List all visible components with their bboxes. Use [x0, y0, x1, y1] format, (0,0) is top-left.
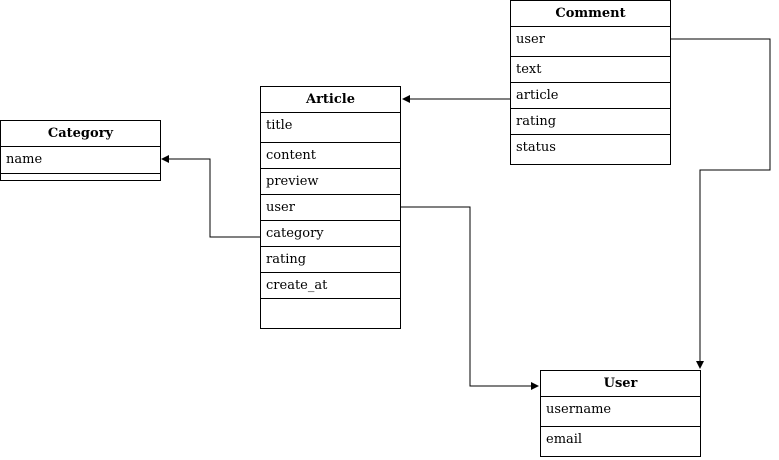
entity-user-field-email[interactable]: email: [546, 432, 583, 447]
connector-comment-user-to-user[interactable]: [670, 38, 771, 369]
connector-article-category-to-category[interactable]: [161, 155, 260, 238]
entity-article-separator: [261, 139, 400, 143]
entity-category[interactable]: Category name: [0, 120, 161, 181]
entity-comment-separator: [511, 53, 670, 57]
entity-article-title: Article: [261, 87, 400, 113]
entity-comment-field-user[interactable]: user: [516, 32, 545, 47]
entity-article-field-title[interactable]: title: [266, 118, 293, 133]
entity-comment-field-article[interactable]: article: [511, 83, 670, 109]
entity-user[interactable]: User username email: [540, 370, 701, 457]
entity-comment-field-text[interactable]: text: [511, 57, 670, 83]
entity-category-title: Category: [1, 121, 160, 147]
entity-article-field-rating[interactable]: rating: [261, 247, 400, 273]
entity-article[interactable]: Article title content preview user categ…: [260, 86, 401, 329]
connector-article-user-to-user[interactable]: [400, 206, 539, 390]
entity-article-field-content[interactable]: content: [261, 143, 400, 169]
entity-article-field-user[interactable]: user: [261, 195, 400, 221]
entity-category-separator: [1, 173, 160, 176]
entity-user-field-username[interactable]: username: [546, 402, 612, 417]
entity-user-title: User: [541, 371, 700, 397]
entity-article-empty-row: [261, 299, 400, 324]
entity-comment[interactable]: Comment user text article rating status: [510, 0, 671, 165]
entity-comment-field-rating[interactable]: rating: [511, 109, 670, 135]
entity-user-separator: [541, 423, 700, 427]
entity-article-field-category[interactable]: category: [261, 221, 400, 247]
entity-category-field-name[interactable]: name: [6, 152, 43, 167]
entity-article-field-preview[interactable]: preview: [261, 169, 400, 195]
entity-comment-field-status[interactable]: status: [516, 140, 556, 155]
entity-article-field-create-at[interactable]: create_at: [261, 273, 400, 299]
entity-comment-title: Comment: [511, 1, 670, 27]
